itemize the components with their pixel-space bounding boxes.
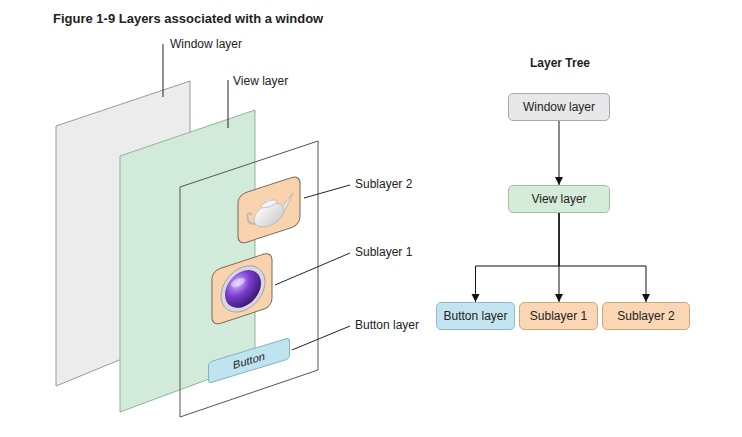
- callout-label: Sublayer 2: [355, 177, 412, 191]
- node-text: View layer: [531, 192, 586, 206]
- sublayer-1-image: [212, 252, 272, 326]
- node-text: Button: [233, 350, 265, 372]
- layer-node: Button layer: [436, 302, 515, 330]
- tree-heading: Layer Tree: [530, 56, 590, 70]
- node-text: Sublayer 1: [530, 309, 587, 323]
- node-text: Sublayer 2: [617, 309, 674, 323]
- layer-node: View layer: [508, 185, 610, 213]
- sublayer-2-image: [238, 175, 300, 245]
- callout-label: Button layer: [355, 318, 419, 332]
- tree-connector: [559, 121, 560, 185]
- sublayer-plane: [180, 141, 318, 417]
- figure-title: Figure 1-9 Layers associated with a wind…: [53, 12, 323, 26]
- node-text: Window layer: [523, 100, 595, 114]
- callout-label: Window layer: [170, 37, 242, 51]
- node-text: Button layer: [443, 309, 507, 323]
- tree-connector: [559, 213, 646, 302]
- callout-label: Sublayer 1: [355, 245, 412, 259]
- layer-node: Sublayer 1: [519, 302, 598, 330]
- layer-node: Window layer: [508, 93, 610, 121]
- tree-connector: [476, 213, 560, 302]
- callout-label: View layer: [233, 74, 288, 88]
- layer-node: Sublayer 2: [602, 302, 690, 330]
- leader-lines: [163, 44, 350, 350]
